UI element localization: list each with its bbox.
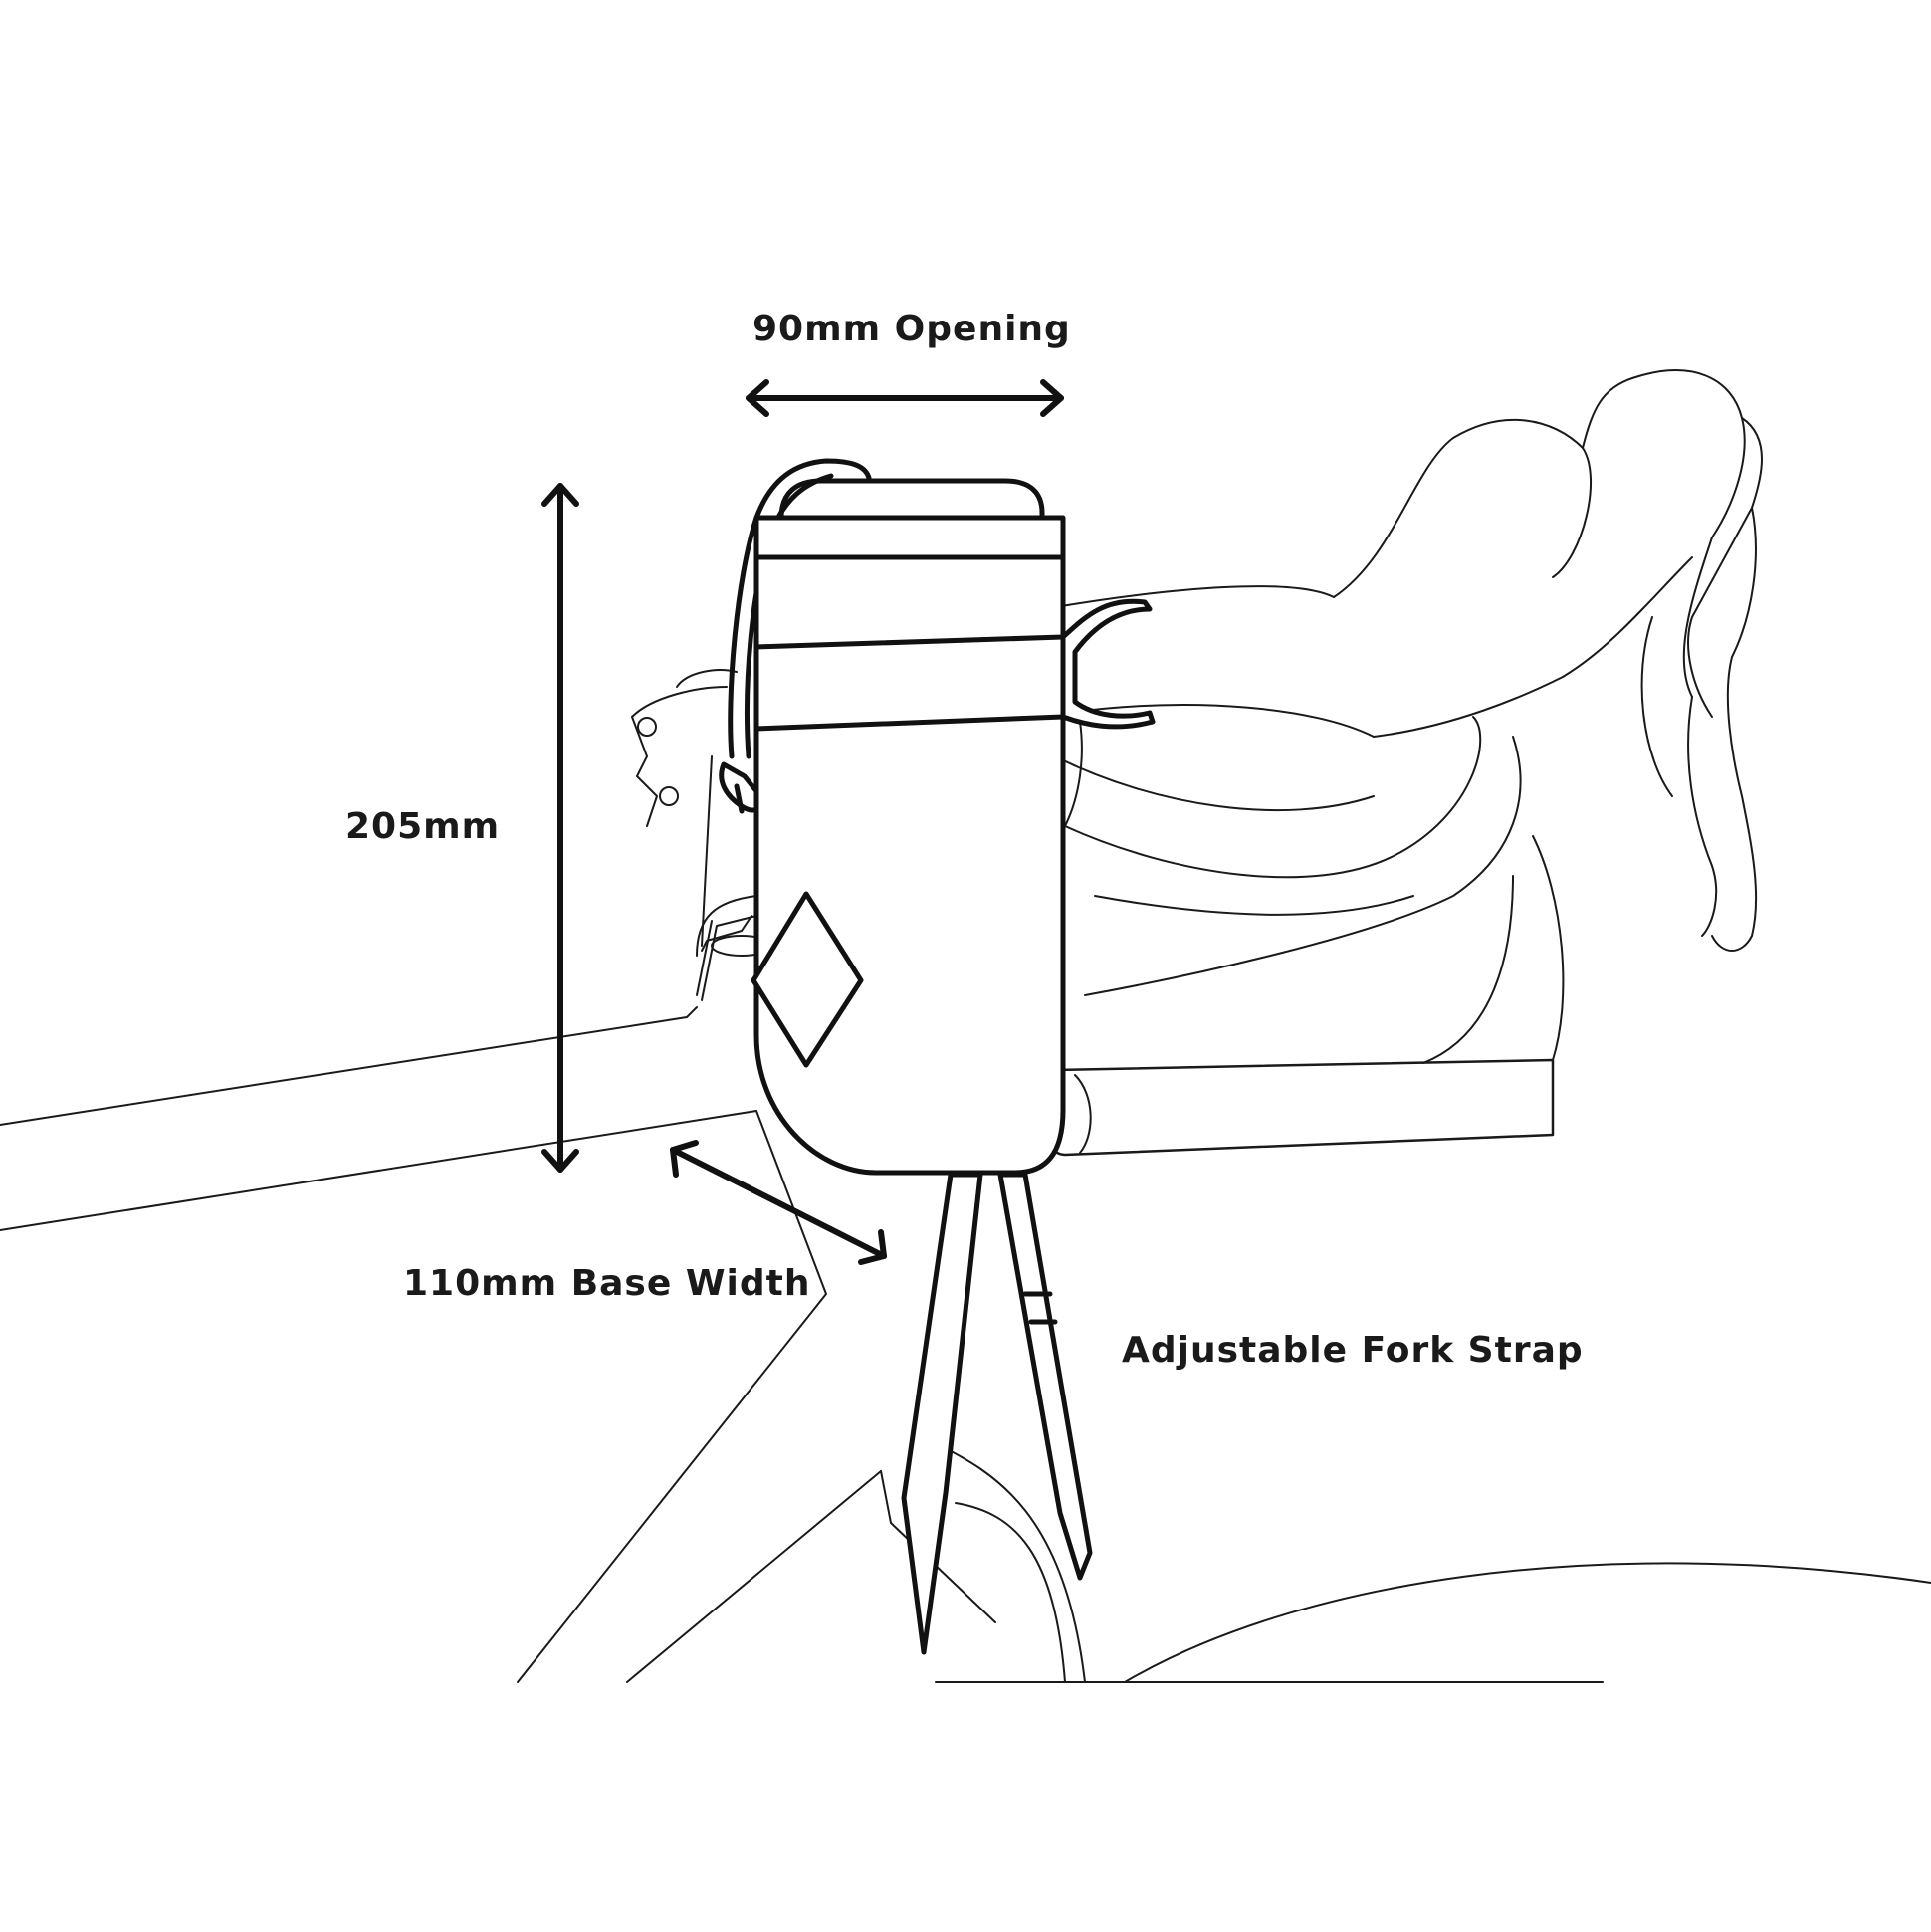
base-width-label: 110mm Base Width xyxy=(403,1263,810,1304)
arrow-opening xyxy=(746,379,1064,417)
arrow-base-width xyxy=(670,1140,887,1265)
stem-bag xyxy=(719,458,1156,1176)
arrow-height xyxy=(541,483,579,1173)
fork-strap-label: Adjustable Fork Strap xyxy=(1122,1330,1584,1371)
handlebar xyxy=(1037,369,1763,1157)
height-label: 205mm xyxy=(345,806,500,847)
opening-label: 90mm Opening xyxy=(752,309,1071,349)
bike-frame xyxy=(0,915,1931,1683)
